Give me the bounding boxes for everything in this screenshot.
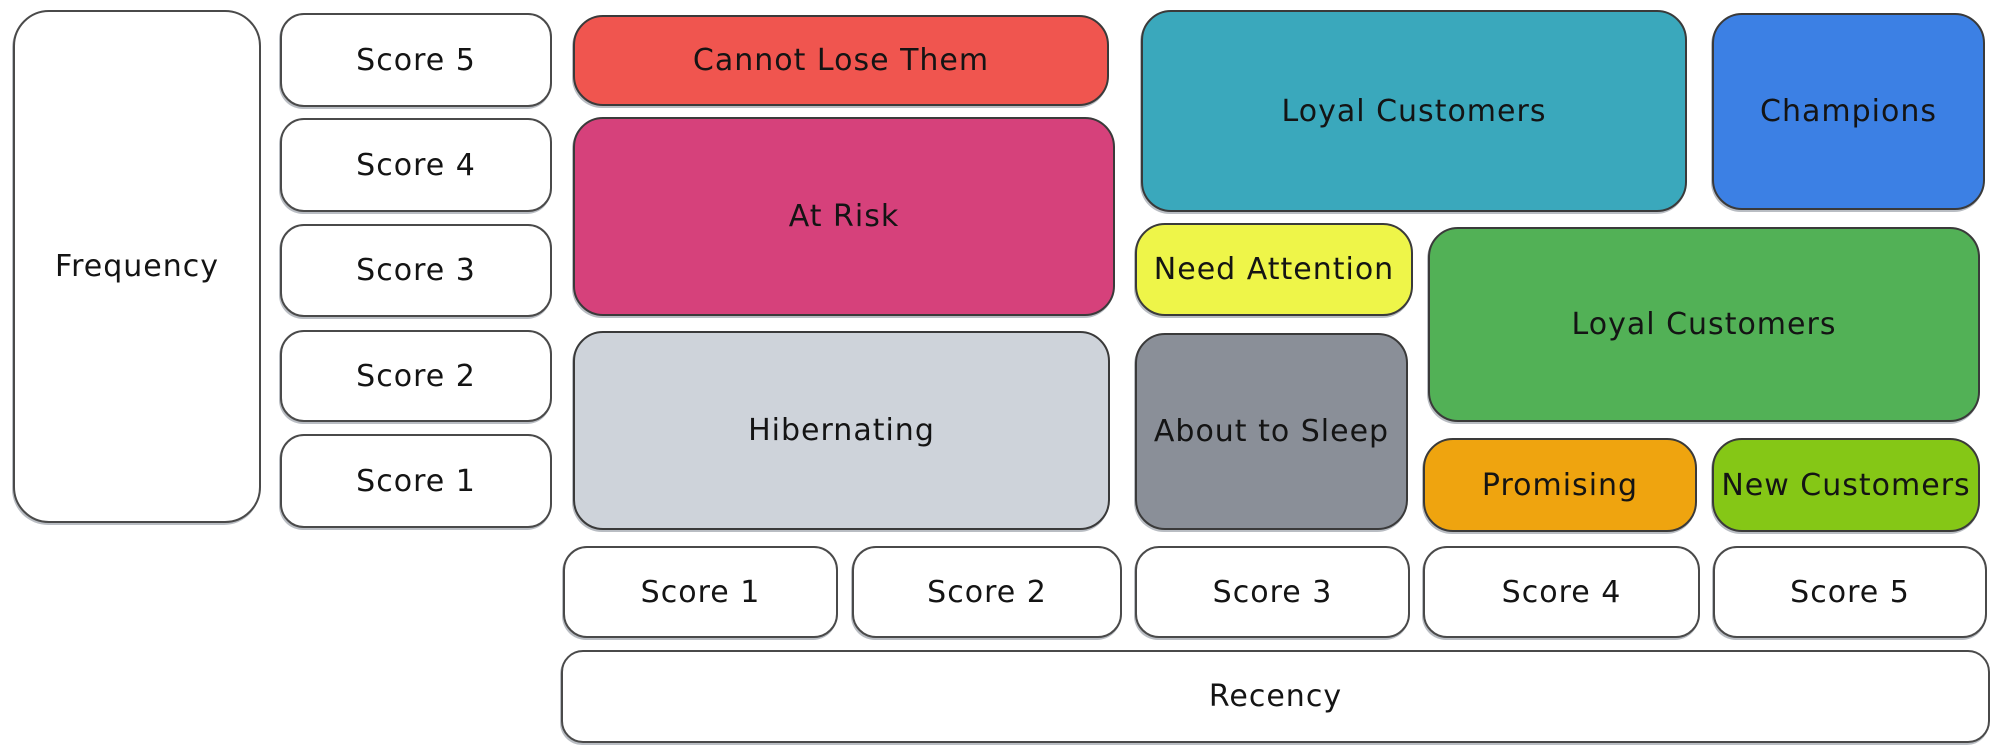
segment-promising-label: Promising <box>1481 467 1639 503</box>
segment-about-to-sleep-label: About to Sleep <box>1153 414 1390 449</box>
segment-champions-label: Champions <box>1760 94 1937 129</box>
recency-score-5-text: Score 5 <box>1790 574 1910 610</box>
segment-hibernating: Hibernating <box>573 331 1110 530</box>
recency-score-1: Score 1 <box>563 546 838 638</box>
segment-loyal-customers-middle-label: Loyal Customers <box>1571 307 1837 342</box>
recency-score-4-text: Score 4 <box>1501 574 1622 610</box>
recency-score-2-text: Score 2 <box>927 574 1047 610</box>
segment-new-customers-label: New Customers <box>1721 467 1971 503</box>
frequency-score-4-text: Score 4 <box>356 147 476 183</box>
segment-loyal-customers-middle: Loyal Customers <box>1428 227 1980 422</box>
recency-score-5: Score 5 <box>1713 546 1987 638</box>
segment-at-risk-label: At Risk <box>788 199 900 234</box>
segment-cannot-lose-them-label: Cannot Lose Them <box>692 43 990 78</box>
frequency-score-1-text: Score 1 <box>356 463 476 499</box>
segment-loyal-customers-top: Loyal Customers <box>1141 10 1687 212</box>
frequency-score-4: Score 4 <box>280 118 552 212</box>
recency-score-4: Score 4 <box>1423 546 1700 638</box>
segment-need-attention-label: Need Attention <box>1153 252 1395 287</box>
recency-score-3-text: Score 3 <box>1212 574 1333 610</box>
frequency-score-1: Score 1 <box>280 434 552 528</box>
frequency-score-3-text: Score 3 <box>356 253 476 288</box>
frequency-score-5-text: Score 5 <box>356 42 476 78</box>
recency-axis-text: Recency <box>1208 679 1343 714</box>
frequency-score-5: Score 5 <box>280 13 552 107</box>
recency-score-2: Score 2 <box>852 546 1122 638</box>
frequency-score-3: Score 3 <box>280 224 552 317</box>
recency-score-3: Score 3 <box>1135 546 1410 638</box>
segment-new-customers: New Customers <box>1712 438 1980 532</box>
frequency-axis-text: Frequency <box>55 249 219 284</box>
segment-champions: Champions <box>1712 13 1985 210</box>
recency-score-1-text: Score 1 <box>640 574 761 610</box>
segment-about-to-sleep: About to Sleep <box>1135 333 1408 530</box>
frequency-axis-label: Frequency <box>13 10 261 523</box>
frequency-score-2-text: Score 2 <box>356 358 476 394</box>
recency-axis-label: Recency <box>561 650 1990 743</box>
segment-at-risk: At Risk <box>573 117 1115 316</box>
segment-loyal-customers-top-label: Loyal Customers <box>1281 93 1547 129</box>
segment-need-attention: Need Attention <box>1135 223 1413 316</box>
frequency-score-2: Score 2 <box>280 330 552 422</box>
segment-promising: Promising <box>1423 438 1697 532</box>
segment-hibernating-label: Hibernating <box>748 413 935 448</box>
segment-cannot-lose-them: Cannot Lose Them <box>573 15 1109 106</box>
